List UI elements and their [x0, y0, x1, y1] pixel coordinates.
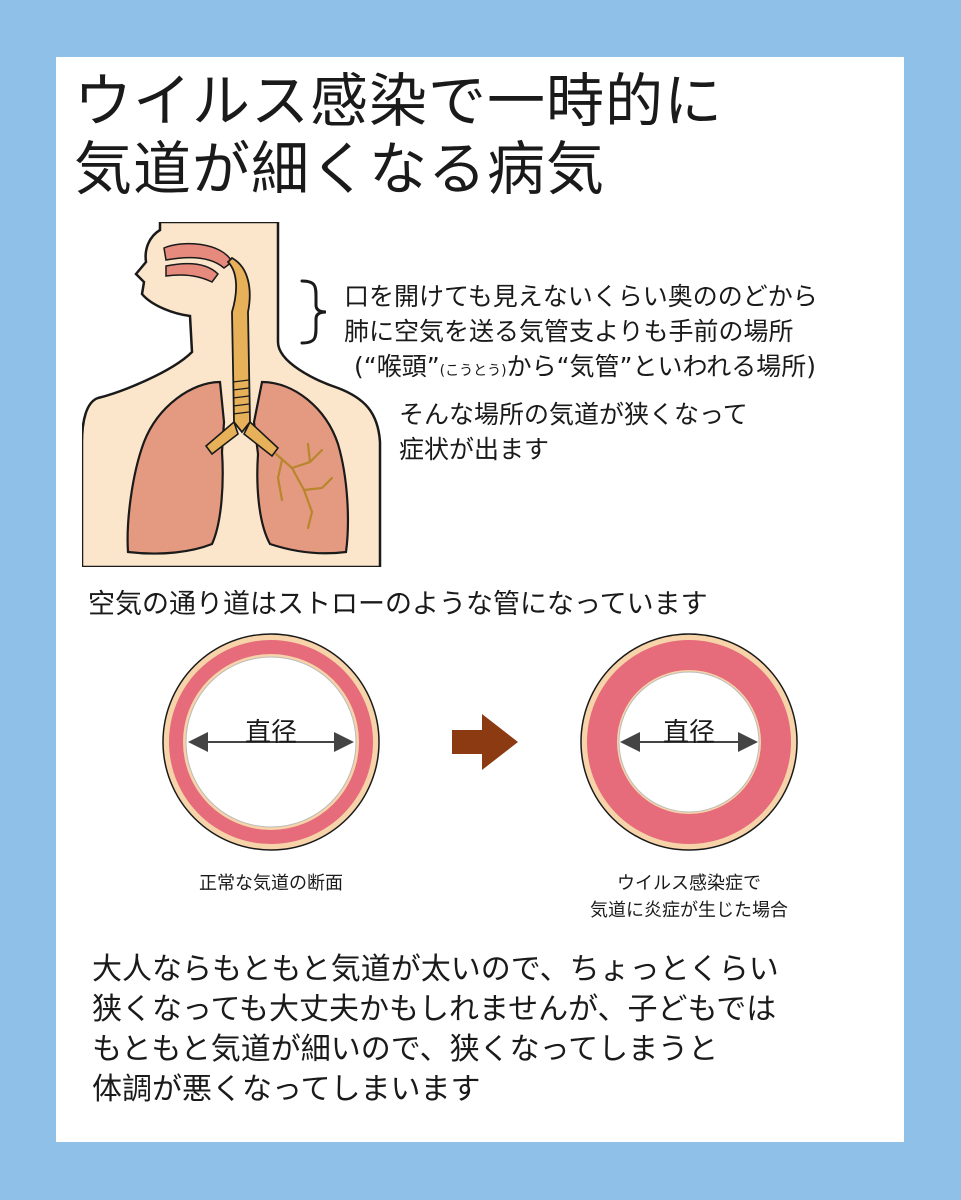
trachea-rings [232, 379, 250, 415]
title-line-1: ウイルス感染で一時的に [74, 67, 724, 135]
desc-line-2: 肺に空気を送る気管支よりも手前の場所 [344, 317, 794, 346]
body-line-3: もともと気道が細いので、狭くなってしまうと [92, 1032, 719, 1067]
ruby-reading: (こうとう) [439, 363, 507, 379]
normal-diameter-label: 直径 [244, 718, 298, 748]
body-line-1: 大人ならもともと気道が太いので、ちょっとくらい [92, 952, 779, 987]
oral-cavity [165, 262, 219, 283]
desc-line-3: (“喉頭”(こうとう)から“気管”といわれる場所) [354, 352, 817, 381]
location-description: 口を開けても見えないくらい奥ののどから 肺に空気を送る気管支よりも手前の場所 (… [344, 279, 818, 389]
brace-icon [300, 279, 327, 345]
respiratory-anatomy-illustration [82, 222, 382, 567]
straw-statement: 空気の通り道はストローのような管になっています [88, 589, 708, 620]
desc-line-4: そんな場所の気道が狭くなって [399, 400, 748, 429]
bronchi [204, 420, 280, 458]
transition-arrow-icon [452, 714, 518, 770]
symptom-description: そんな場所の気道が狭くなって 症状が出ます [399, 397, 748, 467]
inflamed-caption-line-1: ウイルス感染症で [617, 873, 761, 894]
bronchial-tree [274, 442, 334, 530]
body-line-2: 狭くなっても大丈夫かもしれませんが、子どもでは [92, 992, 777, 1027]
normal-airway-section [162, 633, 380, 851]
content-panel: ウイルス感染で一時的に 気道が細くなる病気 [56, 57, 904, 1142]
inflamed-diameter-label: 直径 [662, 718, 716, 748]
desc-line-1: 口を開けても見えないくらい奥ののどから [344, 282, 818, 311]
left-lung [126, 380, 226, 555]
inflamed-caption-line-2: 気道に炎症が生じた場合 [590, 900, 788, 921]
explanation-paragraph: 大人ならもともと気道が太いので、ちょっとくらい 狭くなっても大丈夫かもしれません… [92, 950, 779, 1110]
title-line-2: 気道が細くなる病気 [74, 135, 606, 203]
page-title: ウイルス感染で一時的に 気道が細くなる病気 [74, 67, 723, 203]
inflamed-caption: ウイルス感染症で 気道に炎症が生じた場合 [590, 870, 788, 924]
right-lung [252, 380, 349, 555]
normal-caption: 正常な気道の断面 [199, 873, 343, 894]
airway-cross-section-diagram [162, 633, 798, 851]
desc-line-5: 症状が出ます [399, 435, 550, 464]
body-line-4: 体調が悪くなってしまいます [92, 1072, 481, 1107]
inflamed-airway-section [580, 633, 798, 851]
